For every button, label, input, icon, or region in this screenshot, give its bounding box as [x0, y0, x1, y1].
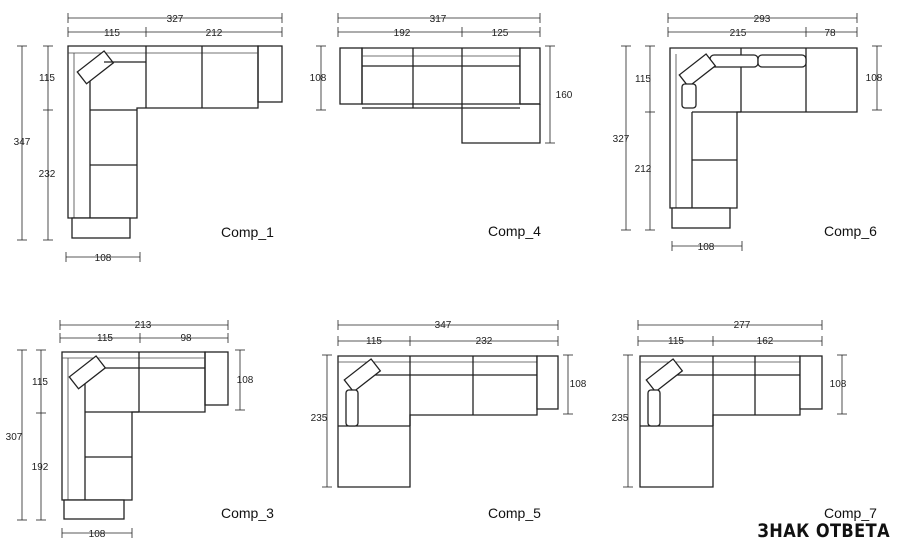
- composition-3: 213 115 98 115 307 192 108 108 Comp_3: [6, 320, 274, 540]
- dim-height-right: 108: [830, 379, 847, 390]
- dim-total-height: 347: [14, 137, 31, 148]
- caption-comp-3: Comp_3: [221, 505, 274, 521]
- watermark-logo: ЗНАК ОТВЕТА: [757, 520, 890, 542]
- dim-seg-2: 125: [492, 28, 509, 39]
- caption-comp-5: Comp_5: [488, 505, 541, 521]
- dim-total-width: 327: [167, 14, 184, 25]
- dim-v-seg-1: 115: [39, 73, 55, 84]
- dim-seg-1: 115: [97, 333, 113, 344]
- dim-height-left: 108: [310, 73, 327, 84]
- composition-1: 327 115 212 115 347 232 108 Comp_1: [14, 13, 283, 264]
- dim-seg-1: 192: [394, 28, 411, 39]
- dim-total-height: 235: [612, 413, 629, 424]
- caption-comp-6: Comp_6: [824, 223, 877, 239]
- dim-bottom-width: 108: [698, 242, 715, 253]
- dim-v-seg-2: 232: [39, 169, 56, 180]
- dim-height-right: 108: [570, 379, 587, 390]
- dim-seg-1: 215: [730, 28, 747, 39]
- caption-comp-1: Comp_1: [221, 224, 274, 240]
- dim-total-width: 213: [135, 320, 152, 331]
- composition-4: 317 192 125 108 160 Comp_4: [310, 13, 573, 239]
- dim-seg-2: 78: [824, 28, 836, 39]
- dim-bottom-width: 108: [89, 529, 106, 540]
- dim-total-height: 327: [613, 134, 630, 145]
- caption-comp-7: Comp_7: [824, 505, 877, 521]
- dim-seg-2: 212: [206, 28, 223, 39]
- dim-height-right: 108: [237, 375, 254, 386]
- dim-v-seg-1: 115: [635, 74, 651, 85]
- dim-total-width: 293: [754, 14, 771, 25]
- dim-seg-1: 115: [104, 28, 120, 39]
- composition-5: 347 115 232 235 108 Comp_5: [311, 320, 587, 521]
- dim-seg-2: 98: [180, 333, 192, 344]
- dim-seg-1: 115: [366, 336, 382, 347]
- dim-total-width: 277: [734, 320, 751, 331]
- dim-v-seg-1: 115: [32, 377, 48, 388]
- composition-6: 293 215 78 115 327 212 108 108 Comp_6: [613, 13, 883, 253]
- dim-v-seg-2: 212: [635, 164, 652, 175]
- caption-comp-4: Comp_4: [488, 223, 541, 239]
- dim-seg-1: 115: [668, 336, 684, 347]
- dim-bottom-width: 108: [95, 253, 112, 264]
- composition-7: 277 115 162 235 108 Comp_7: [612, 320, 877, 521]
- dim-total-width: 347: [435, 320, 452, 331]
- dim-height-right: 108: [866, 73, 883, 84]
- dim-seg-2: 232: [476, 336, 493, 347]
- dim-total-height: 307: [6, 432, 23, 443]
- dim-total-width: 317: [430, 14, 447, 25]
- dim-seg-2: 162: [757, 336, 774, 347]
- dim-total-height: 235: [311, 413, 328, 424]
- dim-height-right: 160: [556, 90, 573, 101]
- dim-v-seg-2: 192: [32, 462, 49, 473]
